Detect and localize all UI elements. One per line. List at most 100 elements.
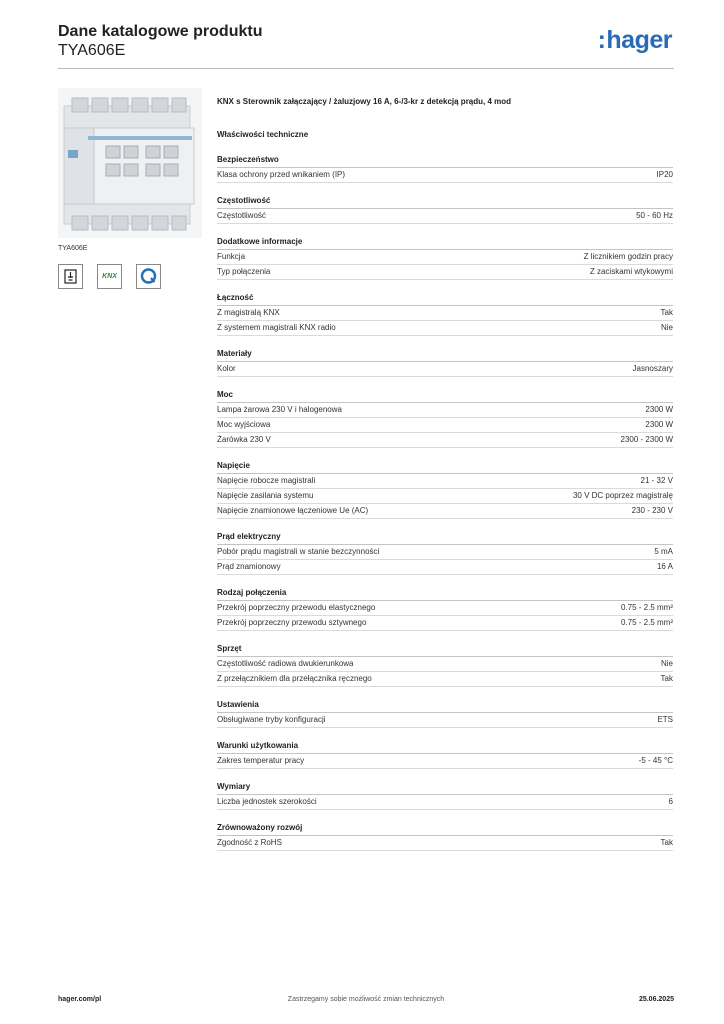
- spec-section-title: Dodatkowe informacje: [217, 236, 673, 250]
- spec-value: Z licznikiem godzin pracy: [583, 252, 673, 261]
- page-header: Dane katalogowe produktu TYA606E :hager: [58, 20, 674, 60]
- product-name: KNX s Sterownik załączający / żaluzjowy …: [217, 97, 512, 106]
- spec-row: Przekrój poprzeczny przewodu elastyczneg…: [217, 601, 673, 616]
- hager-logo: :hager: [598, 26, 673, 55]
- spec-value: Tak: [660, 838, 673, 847]
- page-title: Dane katalogowe produktu: [58, 23, 263, 40]
- spec-row: Z magistralą KNX Tak: [217, 306, 673, 321]
- spec-section-title: Bezpieczeństwo: [217, 154, 673, 168]
- spec-row: Z systemem magistrali KNX radio Nie: [217, 321, 673, 336]
- spec-label: Klasa ochrony przed wnikaniem (IP): [217, 170, 346, 179]
- spec-label: Obsługiwane tryby konfiguracji: [217, 715, 326, 724]
- header-divider: [58, 68, 674, 69]
- footer-website: hager.com/pl: [58, 996, 102, 1003]
- spec-label: Z magistralą KNX: [217, 308, 280, 317]
- spec-value: 30 V DC poprzez magistralę: [572, 491, 673, 500]
- product-image-caption: TYA606E: [58, 245, 88, 252]
- spec-section-title: Prąd elektryczny: [217, 531, 673, 545]
- spec-label: Z systemem magistrali KNX radio: [217, 323, 336, 332]
- electrical-safety-symbol-icon: [58, 264, 83, 289]
- spec-value: 2300 W: [645, 420, 673, 429]
- certification-icons: KNX: [58, 264, 202, 289]
- spec-label: Napięcie robocze magistrali: [217, 476, 316, 485]
- spec-value: 50 - 60 Hz: [636, 211, 673, 220]
- spec-label: Częstotliwość radiowa dwukierunkowa: [217, 659, 354, 668]
- spec-row: Przekrój poprzeczny przewodu sztywnego 0.…: [217, 616, 673, 631]
- spec-row: Częstotliwość 50 - 60 Hz: [217, 209, 673, 224]
- spec-label: Zakres temperatur pracy: [217, 756, 305, 765]
- spec-value: 16 A: [656, 562, 673, 571]
- product-details: KNX s Sterownik załączający / żaluzjowy …: [217, 96, 673, 851]
- knx-logo-icon: KNX: [97, 264, 122, 289]
- spec-row: Klasa ochrony przed wnikaniem (IP)IP20: [217, 168, 673, 183]
- spec-label: Napięcie znamionowe łączeniowe Ue (AC): [217, 506, 369, 515]
- spec-value: Tak: [660, 308, 673, 317]
- spec-label: Zgodność z RoHS: [217, 838, 282, 847]
- spec-value: Z zaciskami wtykowymi: [589, 267, 673, 276]
- spec-section-title: Rodzaj połączenia: [217, 587, 673, 601]
- spec-section-title: Ustawienia: [217, 699, 673, 713]
- spec-value: 230 - 230 V: [631, 506, 673, 515]
- spec-label: Z przełącznikiem dla przełącznika ręczne…: [217, 674, 372, 683]
- product-code: TYA606E: [58, 42, 126, 59]
- quality-mark-icon: [136, 264, 161, 289]
- spec-value: 2300 W: [645, 405, 673, 414]
- product-media-column: TYA606E KNX: [58, 88, 202, 289]
- spec-label: Przekrój poprzeczny przewodu elastyczneg…: [217, 603, 376, 612]
- spec-row: Pobór prądu magistrali w stanie bezczynn…: [217, 545, 673, 560]
- spec-label: Typ połączenia: [217, 267, 271, 276]
- spec-section-title: Wymiary: [217, 781, 673, 795]
- spec-value: 6: [668, 797, 673, 806]
- spec-row: Z przełącznikiem dla przełącznika ręczne…: [217, 672, 673, 687]
- spec-row: Zgodność z RoHS Tak: [217, 836, 673, 851]
- spec-label: Pobór prądu magistrali w stanie bezczynn…: [217, 547, 380, 556]
- spec-label: Lampa żarowa 230 V i halogenowa: [217, 405, 342, 414]
- spec-row: Napięcie znamionowe łączeniowe Ue (AC) 23…: [217, 504, 673, 519]
- spec-row: Napięcie zasilania systemu 30 V DC poprze…: [217, 489, 673, 504]
- spec-row: Liczba jednostek szerokości 6: [217, 795, 673, 810]
- spec-row: Funkcja Z licznikiem godzin pracy: [217, 250, 673, 265]
- spec-label: Moc wyjściowa: [217, 420, 271, 429]
- din-rail-module-icon: [58, 88, 202, 238]
- product-image: [58, 88, 202, 238]
- spec-value: 5 mA: [654, 547, 673, 556]
- spec-section-title: Napięcie: [217, 460, 673, 474]
- spec-row: Prąd znamionowy 16 A: [217, 560, 673, 575]
- spec-row: Napięcie robocze magistrali 21 - 32 V: [217, 474, 673, 489]
- spec-label: Liczba jednostek szerokości: [217, 797, 317, 806]
- footer-date: 25.06.2025: [638, 996, 674, 1003]
- spec-row: Moc wyjściowa 2300 W: [217, 418, 673, 433]
- spec-label: Częstotliwość: [217, 211, 266, 220]
- spec-value: -5 - 45 °C: [638, 756, 673, 765]
- spec-label: Prąd znamionowy: [217, 562, 281, 571]
- spec-label: Funkcja: [217, 252, 246, 261]
- spec-value: Nie: [660, 323, 673, 332]
- spec-value: Tak: [660, 674, 673, 683]
- spec-value: 0.75 - 2.5 mm²: [620, 603, 673, 612]
- page-footer: Zastrzegamy sobie możliwość zmian techni…: [58, 996, 674, 1010]
- spec-value: Jasnoszary: [632, 364, 673, 373]
- spec-section-title: Materiały: [217, 348, 673, 362]
- spec-label: Przekrój poprzeczny przewodu sztywnego: [217, 618, 367, 627]
- spec-value: 0.75 - 2.5 mm²: [620, 618, 673, 627]
- footer-notice: Zastrzegamy sobie możliwość zmian techni…: [287, 996, 445, 1003]
- spec-label: Napięcie zasilania systemu: [217, 491, 314, 500]
- spec-value: 21 - 32 V: [640, 476, 673, 485]
- spec-section-title: Sprzęt: [217, 643, 673, 657]
